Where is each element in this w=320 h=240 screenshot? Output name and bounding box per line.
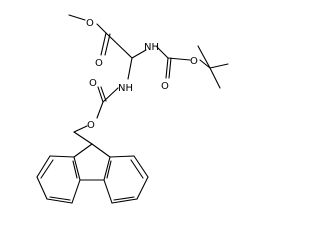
bond (73, 156, 81, 181)
bond (36, 176, 48, 200)
bond (113, 196, 135, 201)
bond (133, 155, 149, 178)
bond (97, 86, 104, 103)
bond (71, 179, 81, 204)
oxygen-label: O (161, 81, 169, 92)
bond (103, 179, 113, 204)
bond (49, 155, 75, 158)
bond (168, 57, 172, 79)
oxygen-label: O (86, 18, 94, 29)
bond (36, 155, 51, 178)
bond (165, 57, 169, 79)
oxygen-label: O (95, 58, 103, 69)
bond (209, 63, 229, 69)
bond (73, 131, 93, 145)
bond (136, 176, 149, 200)
bond (72, 160, 78, 179)
bond (209, 67, 221, 89)
oxygen-label: O (89, 78, 97, 89)
bond (104, 33, 111, 56)
bond (167, 57, 191, 61)
bond (96, 23, 107, 34)
bond (100, 86, 107, 102)
bond (199, 59, 211, 69)
bond (111, 198, 138, 204)
bond (131, 49, 147, 59)
bond (91, 143, 111, 158)
bond (127, 57, 133, 80)
nh-label: NH (118, 83, 133, 94)
nh-label: NH (144, 42, 159, 53)
bond (106, 160, 112, 179)
bond (109, 155, 135, 158)
bond (49, 196, 71, 201)
bond (100, 32, 107, 56)
bond (156, 46, 169, 59)
bond (73, 143, 93, 158)
bond (68, 14, 86, 21)
oxygen-label: O (87, 120, 95, 131)
bond (96, 101, 104, 119)
bond (46, 198, 73, 204)
bond (130, 159, 144, 179)
bond (73, 125, 88, 133)
bond (103, 156, 111, 181)
oxygen-label: O (190, 56, 198, 67)
bond (197, 45, 211, 69)
bond (40, 159, 54, 179)
structure-diagram: O O NH O O NH O O (36, 14, 229, 204)
bond (105, 32, 133, 59)
